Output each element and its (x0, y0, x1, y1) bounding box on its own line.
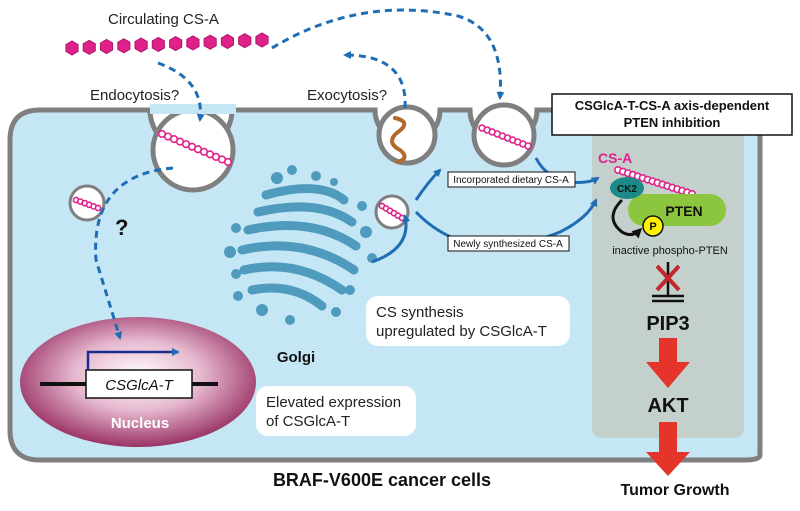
incorporation-cs-a-unit (524, 142, 532, 150)
glycan-squiggle (390, 116, 407, 164)
newly-label: Newly synthesized CS-A (453, 239, 563, 250)
elevated-box (256, 386, 416, 436)
circulating-cs-a-unit (134, 37, 148, 53)
circulating-cs-a-unit (255, 32, 269, 48)
axis-box-line2: PTEN inhibition (624, 115, 721, 130)
circulating-cs-a-unit (186, 35, 200, 51)
tumor-label: Tumor Growth (620, 482, 729, 499)
newly-box (447, 235, 570, 252)
golgi-vesicle-cs-a-unit (398, 214, 406, 222)
cell-caption: BRAF-V600E cancer cells (273, 470, 491, 490)
circulating-cs-a-unit (203, 34, 217, 50)
circulating-cs-a-unit (169, 36, 183, 52)
phosphorylation-arrow (611, 198, 643, 239)
golgi-vesicles (224, 165, 377, 325)
question-mark: ? (115, 215, 128, 240)
akt-label: AKT (647, 395, 688, 417)
inactive-label: inactive phospho-PTEN (612, 245, 728, 257)
nucleus-label: Nucleus (111, 415, 169, 432)
cs-synth-line1: CS synthesis (376, 304, 464, 321)
circulating-cs-a-unit (65, 40, 79, 56)
circulating-cs-a-unit (238, 33, 252, 49)
cytoplasmic-cs-a-unit (94, 204, 102, 212)
golgi-apparatus (237, 184, 361, 311)
golgi-to-vesicle-arrow (371, 214, 411, 264)
endocytic-cs-a-unit (223, 157, 233, 167)
cs-a-label: CS-A (598, 150, 632, 166)
incorporated-box (447, 171, 576, 188)
cs-a-chains (65, 32, 696, 222)
red-arrow-akt (646, 338, 690, 388)
cs-synth-box (366, 296, 570, 346)
exocytic-vesicle (376, 104, 438, 166)
circulating-cs-a-unit (82, 39, 96, 55)
pip3-label: PIP3 (646, 313, 689, 335)
phosphate (642, 215, 664, 237)
block-x-icon (655, 264, 681, 292)
pten-label: PTEN (665, 203, 702, 219)
transcription-arrow (86, 348, 180, 370)
gene-label: CSGlcA-T (105, 377, 174, 394)
red-arrow-tumor (646, 422, 690, 476)
axis-box-line1: CSGlcA-T-CS-A axis-dependent (575, 98, 770, 113)
phosphate-label: P (649, 221, 656, 233)
ck2-kinase (610, 177, 644, 199)
endocytosis-label: Endocytosis? (90, 87, 179, 104)
nuclear-signal-arrow (94, 166, 174, 340)
circulating-cs-a-unit (220, 33, 234, 50)
exocytosis-label: Exocytosis? (307, 87, 387, 104)
vesicle-up-arrow (414, 168, 442, 201)
elevated-line1: Elevated expression (266, 394, 401, 411)
circulating-cs-a-unit (117, 38, 131, 54)
elevated-line2: of CSGlcA-T (266, 413, 350, 430)
circulating-label: Circulating CS-A (108, 11, 219, 28)
circulating-arrow (271, 8, 505, 100)
axis-box (551, 93, 793, 136)
circulating-cs-a-unit (100, 38, 114, 55)
ck2-label: CK2 (617, 184, 637, 195)
gene-box (85, 369, 193, 399)
golgi-label: Golgi (277, 349, 315, 366)
circulating-cs-a-unit (151, 36, 165, 52)
cs-synth-line2: upregulated by CSGlcA-T (376, 323, 547, 340)
endocytosis-arrow (157, 61, 205, 122)
incorporated-label: Incorporated dietary CS-A (453, 175, 569, 186)
